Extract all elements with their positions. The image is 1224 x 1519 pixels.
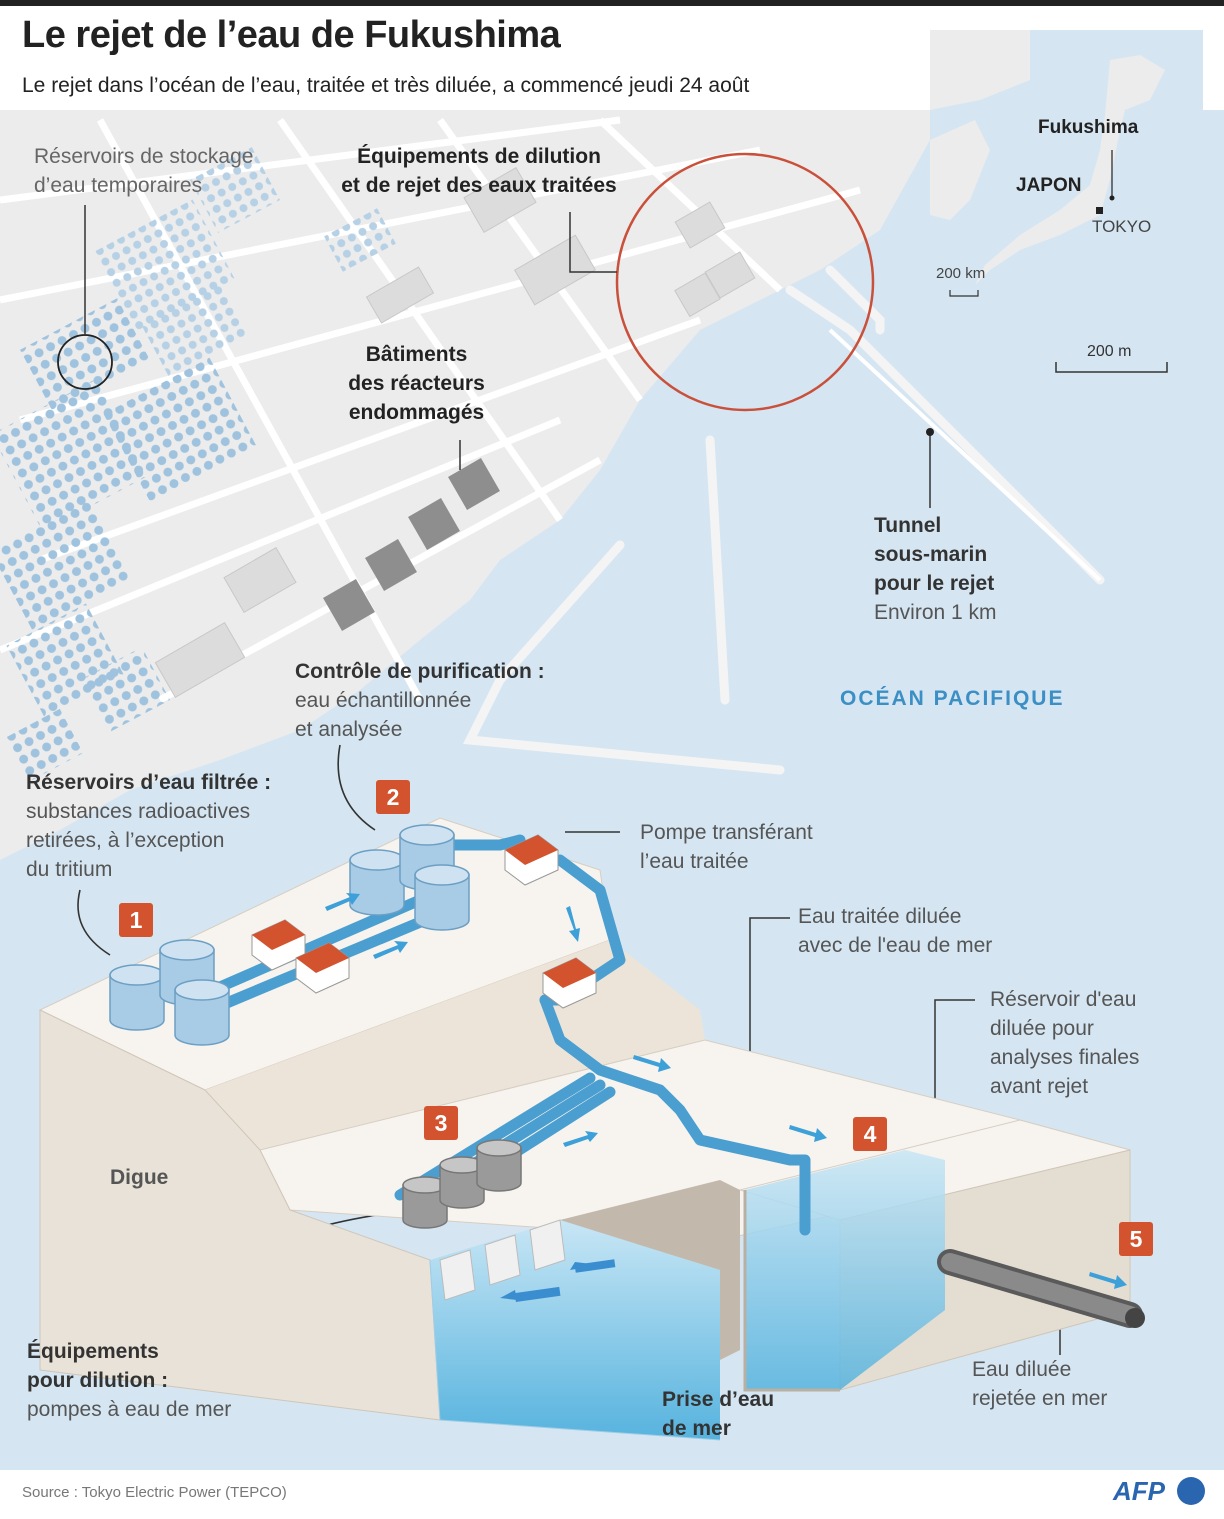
intake-flow-arrows (500, 1259, 616, 1303)
step-4-badge: 4 (853, 1117, 887, 1151)
reactor-buildings (323, 458, 500, 631)
step-5-badge: 5 (1119, 1222, 1153, 1256)
step-2-badge: 2 (376, 780, 410, 814)
step-1-badge: 1 (119, 903, 153, 937)
storage-tanks-label: Réservoirs de stockage d’eau temporaires (34, 145, 254, 197)
top-rule (0, 0, 1224, 6)
afp-logo-dot-icon (1177, 1477, 1205, 1505)
minimap-japan (975, 55, 1165, 285)
pump-houses (251, 834, 597, 1009)
afp-logo: AFP (1113, 1476, 1165, 1506)
intake-inner (560, 1180, 740, 1360)
dilution-equipment-label: Équipements de dilution et de rejet des … (341, 145, 617, 197)
discharge-pipe (937, 1249, 1145, 1328)
minimap-korea (930, 120, 990, 220)
minimap-mainland (930, 30, 1030, 110)
tanks-purification (349, 824, 470, 931)
ocean-label: OCÉAN PACIFIQUE (840, 687, 1065, 710)
released-water-label: Eau diluée rejetée en mer (972, 1358, 1108, 1410)
minimap-scale-bar (949, 290, 979, 297)
dike-label: Digue (110, 1166, 169, 1189)
minimap (930, 30, 1203, 302)
pump-label: Pompe transférant l’eau traitée (640, 821, 813, 873)
source-credit: Source : Tokyo Electric Power (TEPCO) (22, 1484, 287, 1501)
page-subtitle: Le rejet dans l’océan de l’eau, traitée … (22, 74, 750, 97)
breakwaters (463, 265, 1105, 775)
page-title: Le rejet de l’eau de Fukushima (22, 14, 561, 56)
seawater-intake-label: Prise d’eau de mer (662, 1388, 775, 1440)
dike-front (39, 1009, 441, 1421)
minimap-scale-label: 200 km (936, 265, 986, 282)
filtered-tanks-label: Réservoirs d’eau filtrée : substances ra… (26, 771, 272, 881)
diluted-tank-label: Réservoir d'eau diluée pour analyses fin… (990, 988, 1140, 1098)
dilution-pumps-label: Équipements pour dilution : pompes à eau… (27, 1340, 232, 1421)
step-3-badge: 3 (424, 1106, 458, 1140)
minimap-tokyo-label: TOKYO (1092, 217, 1152, 236)
dilution-equipment-circle (615, 152, 875, 412)
flow-arrows (325, 893, 1127, 1289)
dilution-tank (745, 1150, 945, 1390)
map-scale-label: 200 m (1087, 343, 1132, 360)
intake-pillars (439, 1219, 566, 1301)
purification-label: Contrôle de purification : eau échantill… (295, 660, 545, 741)
buildings (154, 166, 756, 699)
dilution-drums (402, 1139, 522, 1229)
map-scale-bar (1055, 362, 1168, 373)
tunnel-line (828, 328, 1102, 582)
minimap-japon-label: JAPON (1016, 175, 1082, 196)
reactor-buildings-label: Bâtiments des réacteurs endommagés (348, 343, 485, 424)
tunnel-label: Tunnel sous-marin pour le rejet Environ … (874, 514, 997, 624)
diluted-water-label: Eau traitée diluée avec de l'eau de mer (798, 905, 993, 957)
tanks-filtered (109, 939, 230, 1046)
footer (0, 1470, 1224, 1519)
minimap-fukushima-label: Fukushima (1038, 117, 1139, 138)
roads (0, 116, 861, 704)
storage-tank-fields (0, 147, 396, 782)
